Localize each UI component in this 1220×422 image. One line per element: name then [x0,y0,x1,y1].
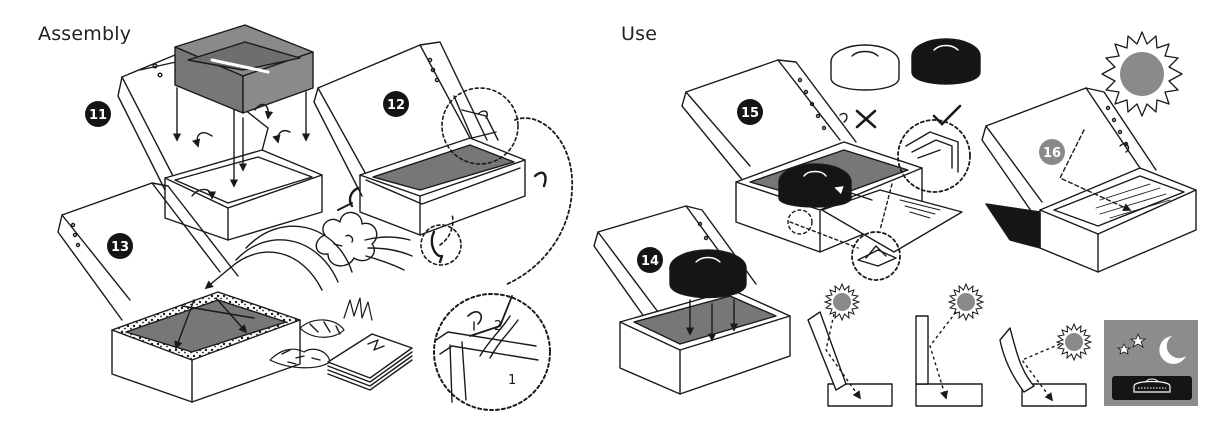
step-badge-16: 16 [1039,139,1065,165]
step-11-illustration [117,24,323,241]
step-badge-13: 13 [107,233,133,259]
assembly-heading: Assembly [38,23,132,45]
step-number-16: 16 [1043,146,1061,161]
step-badge-12: 12 [383,91,409,117]
step-12-illustration [313,41,573,286]
step-number-15: 15 [741,106,759,121]
star-icon-2 [1116,343,1132,355]
angle-panels [807,311,1087,407]
angle-panel-2 [915,311,983,407]
step-badge-11: 11 [85,101,111,127]
step-number-13: 13 [111,240,129,255]
night-panel [1104,320,1198,406]
use-heading: Use [621,23,658,45]
sun-icon [1101,31,1183,117]
step-number-12: 12 [387,98,405,113]
hinge-detail-illustration [433,293,551,411]
hinge-label-1: 1 [508,373,516,388]
step-number-11: 11 [89,108,107,123]
sun-icon-small-1 [823,282,861,322]
sun-icon-small-3 [1055,322,1093,362]
hinge-label-2: 2 [494,319,502,334]
pot-comparison [830,38,981,91]
step-number-14: 14 [641,254,659,269]
angle-panel-1 [807,311,893,407]
step-13-illustration [57,182,413,403]
step-badge-15: 15 [737,99,763,125]
moon-icon [1159,336,1186,364]
step-badge-14: 14 [637,247,663,273]
step-16-illustration [981,87,1197,273]
star-icon-1 [1129,332,1147,348]
angle-panel-3 [999,327,1087,407]
sun-icon-small-2 [947,282,985,322]
step-14-illustration [593,205,791,395]
cross-icon [855,109,877,129]
step-15-illustration [681,59,971,281]
check-icon [932,104,962,126]
